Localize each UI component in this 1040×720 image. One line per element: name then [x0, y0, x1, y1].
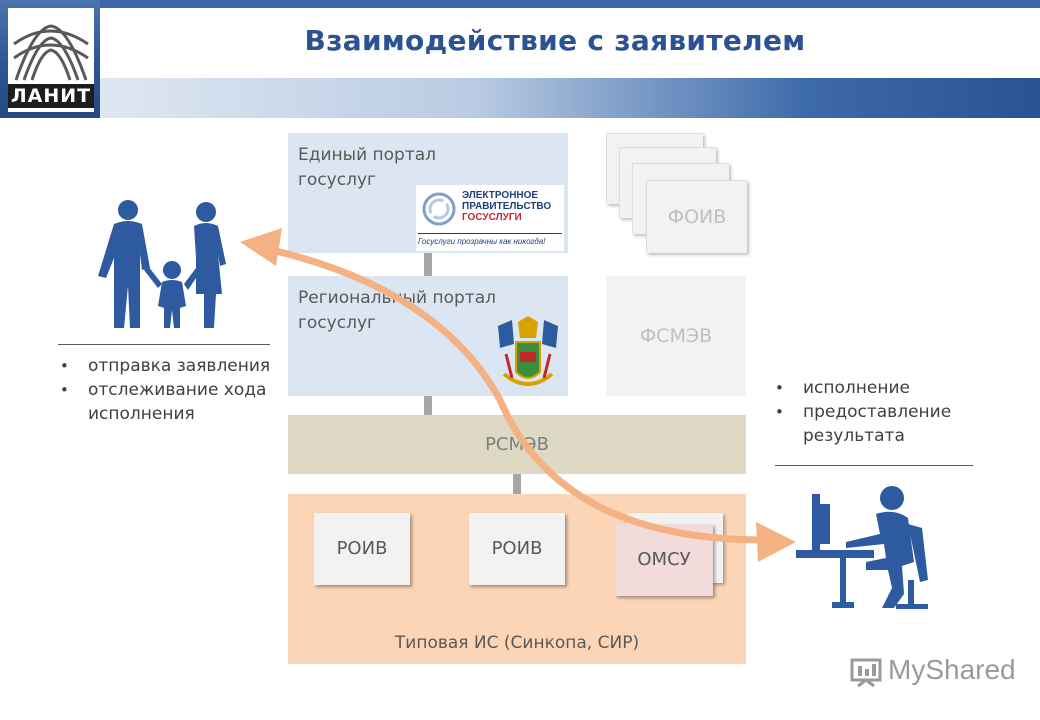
typical-is-label: Типовая ИС (Синкопа, СИР): [394, 633, 640, 653]
egov-line-3: ГОСУСЛУГИ: [462, 212, 522, 223]
family-silhouette-icon: [98, 200, 226, 328]
lanit-logo-text: ЛАНИТ: [8, 84, 94, 108]
arrow-head-right: [756, 522, 796, 562]
lanit-logo-icon: [13, 24, 89, 81]
header-gradient: [100, 78, 1040, 118]
egov-line-2: ПРАВИТЕЛЬСТВО: [462, 201, 552, 212]
egov-logo-icon: [422, 192, 456, 226]
roiv-card-1: РОИВ: [314, 513, 410, 585]
applicant-bullet-2: отслеживание хода исполнения: [60, 378, 308, 426]
fsmev-box: ФСМЭВ: [606, 276, 746, 396]
regional-portal-box: Региональный портал госуслуг: [288, 276, 568, 396]
official-bullet-2: предоставление результата: [775, 400, 1033, 448]
roiv-card-2: РОИВ: [469, 513, 565, 585]
page-title: Взаимодействие с заявителем: [304, 24, 806, 57]
connector-rsmev-is: [513, 474, 521, 494]
official-bullet-1: исполнение: [775, 376, 1033, 400]
egov-emblem: ЭЛЕКТРОННОЕ ПРАВИТЕЛЬСТВО ГОСУСЛУГИ Госу…: [416, 185, 564, 251]
egov-line-1: ЭЛЕКТРОННОЕ: [462, 190, 539, 201]
watermark: MyShared: [848, 652, 1018, 696]
rsmev-bar: РСМЭВ: [288, 415, 746, 474]
presentation-icon: [850, 658, 882, 688]
arrow-head-left: [240, 228, 282, 266]
applicant-bullet-1: отправка заявления: [60, 354, 308, 378]
applicant-divider: [58, 344, 270, 345]
foiv-card: ФОИВ: [646, 180, 747, 253]
unified-portal-label: Единый портал госуслуг: [298, 145, 437, 190]
coat-of-arms-icon: [498, 316, 558, 386]
connector-portal-regional: [424, 252, 432, 278]
unified-portal-box: Единый портал госуслуг ЭЛЕКТРОННОЕ ПРАВИ…: [288, 133, 568, 253]
watermark-text: MyShared: [888, 654, 1016, 685]
operator-silhouette-icon: [796, 486, 928, 609]
egov-slogan: Госуслуги прозрачны как никогда!: [418, 237, 546, 246]
applicant-bullets: отправка заявления отслеживание хода исп…: [60, 354, 308, 426]
official-bullets: исполнение предоставление результата: [775, 376, 1033, 448]
egov-emblem-rule: [418, 233, 562, 234]
egov-emblem-text: ЭЛЕКТРОННОЕ ПРАВИТЕЛЬСТВО ГОСУСЛУГИ: [462, 190, 551, 223]
flow-arrow-curve: [268, 246, 768, 544]
header-stripe: [100, 0, 1040, 8]
header-title-area: [100, 8, 1040, 78]
connector-regional-rsmev: [424, 395, 432, 415]
official-divider: [775, 465, 973, 466]
